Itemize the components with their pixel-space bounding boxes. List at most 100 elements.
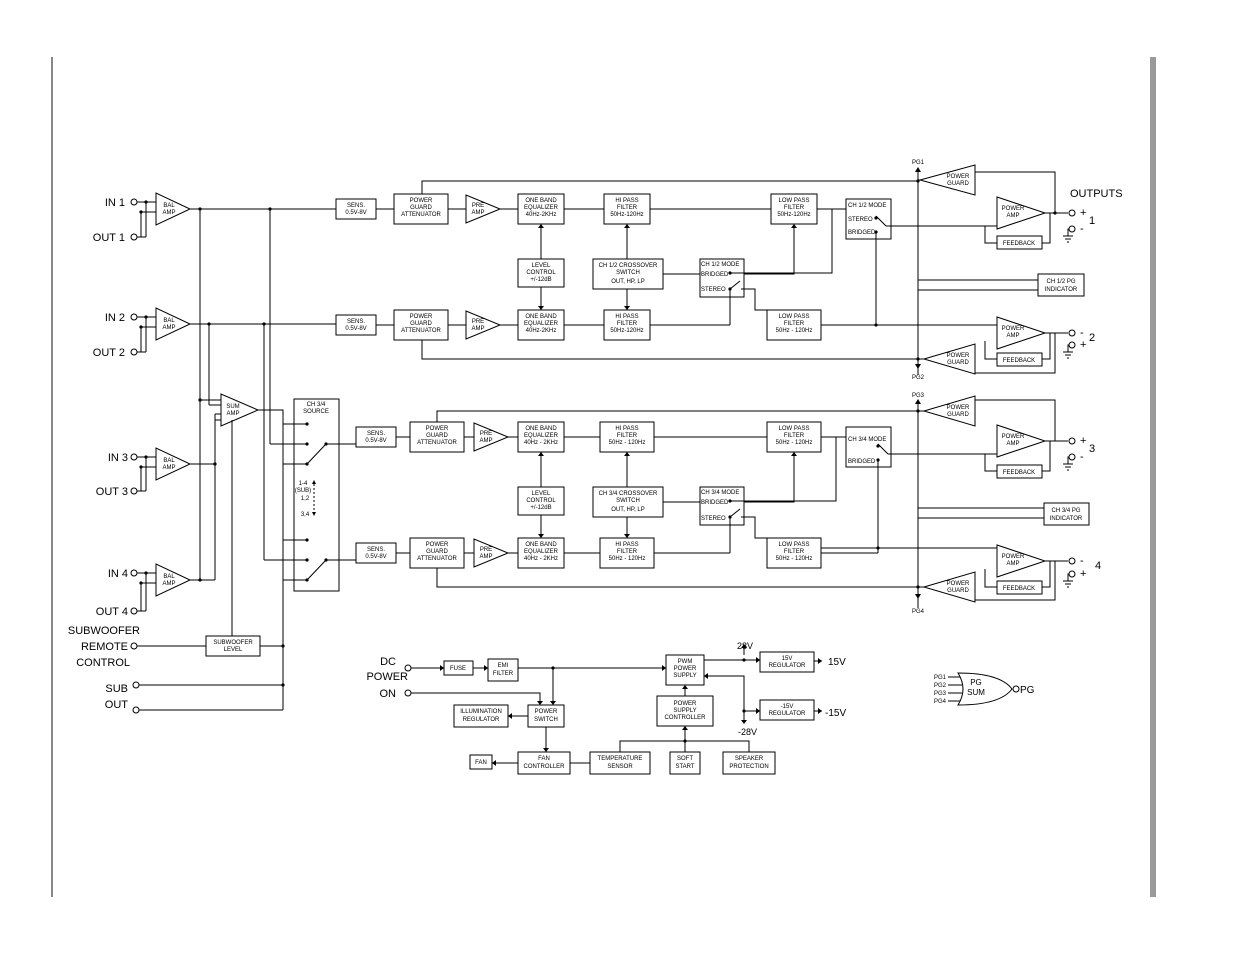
ch3-output-stage: PG3 POWER GUARD POWER AMP FEEDBACK + - 3 bbox=[436, 393, 1095, 608]
svg-text:BRIDGED: BRIDGED bbox=[848, 459, 876, 465]
svg-text:2: 2 bbox=[1089, 332, 1095, 344]
svg-text:AMP: AMP bbox=[162, 210, 175, 216]
ch2-output-stage: POWER AMP FEEDBACK POWER GUARD - + 2 PG2 bbox=[421, 316, 1095, 381]
svg-text:FAN: FAN bbox=[475, 760, 487, 766]
svg-text:DC: DC bbox=[380, 656, 396, 668]
svg-text:LEVEL: LEVEL bbox=[532, 263, 551, 269]
svg-text:ON: ON bbox=[380, 688, 397, 700]
channel-3-input: IN 3 OUT 3 bbox=[96, 452, 156, 498]
ch3-chain: SENS. 0.5V-8V POWER GUARD ATTENUATOR PRE… bbox=[355, 421, 846, 453]
svg-text:SOURCE: SOURCE bbox=[303, 409, 329, 415]
svg-text:SENS.: SENS. bbox=[367, 547, 385, 553]
svg-text:POWER: POWER bbox=[366, 671, 408, 683]
svg-text:+: + bbox=[1080, 207, 1086, 219]
svg-text:EQUALIZER: EQUALIZER bbox=[524, 321, 559, 327]
svg-text:GUARD: GUARD bbox=[947, 588, 969, 594]
bal-amp-2: BAL AMP bbox=[155, 307, 192, 341]
svg-text:3: 3 bbox=[1089, 443, 1095, 455]
svg-text:POWER: POWER bbox=[674, 701, 697, 707]
svg-text:SENS.: SENS. bbox=[367, 431, 385, 437]
ch34-mode-switch bbox=[699, 486, 745, 526]
svg-text:-: - bbox=[1080, 327, 1084, 339]
svg-text:GUARD: GUARD bbox=[947, 360, 969, 366]
power-section: DC POWER ON FUSE EMI FILTER PWM POWER SU… bbox=[366, 641, 846, 775]
right-margin-bar bbox=[1150, 57, 1156, 897]
svg-text:CH 1/2 MODE: CH 1/2 MODE bbox=[848, 203, 886, 209]
svg-text:CONTROLLER: CONTROLLER bbox=[523, 764, 565, 770]
svg-text:PWM: PWM bbox=[678, 659, 693, 665]
svg-text:ONE BAND: ONE BAND bbox=[525, 198, 557, 204]
svg-text:LEVEL: LEVEL bbox=[224, 647, 243, 653]
svg-text:-28V: -28V bbox=[738, 727, 757, 737]
svg-text:START: START bbox=[675, 764, 694, 770]
svg-text:LOW PASS: LOW PASS bbox=[779, 542, 810, 548]
svg-text:SENS.: SENS. bbox=[347, 319, 365, 325]
svg-text:FUSE: FUSE bbox=[450, 666, 466, 672]
subwoofer-section: SUBWOOFER REMOTE CONTROL SUBWOOFER LEVEL… bbox=[68, 625, 285, 714]
svg-text:POWER: POWER bbox=[1002, 434, 1025, 440]
svg-text:POWER: POWER bbox=[674, 666, 697, 672]
svg-text:POWER: POWER bbox=[426, 542, 449, 548]
svg-text:PRE: PRE bbox=[472, 319, 484, 325]
svg-text:CONTROL: CONTROL bbox=[76, 657, 130, 669]
svg-text:50Hz-120Hz: 50Hz-120Hz bbox=[610, 212, 643, 218]
svg-text:FILTER: FILTER bbox=[784, 549, 805, 555]
svg-text:REGULATOR: REGULATOR bbox=[769, 663, 806, 669]
svg-text:INDICATOR: INDICATOR bbox=[1050, 516, 1083, 522]
ch12-mode-output-switch[interactable]: CH 1/2 MODE STEREO BRIDGED bbox=[845, 198, 892, 327]
svg-text:40Hz - 2KHz: 40Hz - 2KHz bbox=[524, 440, 558, 446]
svg-text:SWITCH: SWITCH bbox=[616, 498, 640, 504]
svg-text:AMP: AMP bbox=[162, 581, 175, 587]
subwoofer-level-box bbox=[205, 635, 261, 657]
svg-text:50Hz - 120Hz: 50Hz - 120Hz bbox=[776, 328, 813, 334]
svg-text:SUBWOOFER: SUBWOOFER bbox=[68, 625, 140, 637]
svg-text:PG: PG bbox=[970, 678, 982, 687]
svg-text:AMP: AMP bbox=[1006, 213, 1019, 219]
svg-text:CH 3/4 MODE: CH 3/4 MODE bbox=[848, 437, 886, 443]
outputs-title: OUTPUTS bbox=[1070, 188, 1123, 200]
svg-text:15V: 15V bbox=[782, 656, 793, 662]
ch34-crossover-switch bbox=[592, 486, 664, 518]
svg-text:INDICATOR: INDICATOR bbox=[1045, 287, 1078, 293]
svg-text:FILTER: FILTER bbox=[784, 433, 805, 439]
svg-text:STEREO: STEREO bbox=[848, 217, 873, 223]
svg-text:BRIDGED: BRIDGED bbox=[701, 500, 729, 506]
svg-text:STEREO: STEREO bbox=[701, 516, 726, 522]
channel-1-input: IN 1 OUT 1 bbox=[93, 197, 156, 244]
svg-text:SWITCH: SWITCH bbox=[534, 717, 558, 723]
ch34-mode-output-switch[interactable]: CH 3/4 MODE BRIDGED bbox=[845, 426, 997, 553]
svg-text:REMOTE: REMOTE bbox=[81, 641, 128, 653]
svg-text:SUBWOOFER: SUBWOOFER bbox=[213, 640, 253, 646]
out1-label: OUT 1 bbox=[93, 232, 125, 244]
svg-text:-: - bbox=[1080, 223, 1084, 235]
svg-text:PG: PG bbox=[1020, 685, 1035, 696]
ch34-source-switch[interactable]: CH 3/4 SOURCE 1-4 (SUB) 1,2 3,4 bbox=[283, 398, 340, 592]
svg-text:FEEDBACK: FEEDBACK bbox=[1003, 241, 1035, 247]
svg-text:SUB: SUB bbox=[105, 683, 128, 695]
svg-text:1,2: 1,2 bbox=[301, 496, 310, 502]
svg-text:AMP: AMP bbox=[1006, 333, 1019, 339]
svg-text:SENS.: SENS. bbox=[347, 203, 365, 209]
svg-text:-15V: -15V bbox=[825, 708, 846, 719]
ch4-chain: SENS. 0.5V-8V POWER GUARD ATTENUATOR PRE… bbox=[355, 537, 997, 569]
svg-text:15V: 15V bbox=[828, 657, 846, 668]
svg-text:0.5V-8V: 0.5V-8V bbox=[365, 438, 386, 444]
power-supply-controller-box bbox=[656, 695, 714, 727]
svg-text:GUARD: GUARD bbox=[947, 412, 969, 418]
ch12-controls: LEVEL CONTROL +/-12dB CH 1/2 CROSSOVER S… bbox=[517, 209, 833, 325]
svg-text:50Hz - 120Hz: 50Hz - 120Hz bbox=[609, 440, 646, 446]
svg-text:CH 1/2 MODE: CH 1/2 MODE bbox=[701, 262, 739, 268]
svg-text:LEVEL: LEVEL bbox=[532, 491, 551, 497]
svg-text:CH 3/4: CH 3/4 bbox=[307, 402, 326, 408]
ch12-pg-indicator: CH 1/2 PG INDICATOR bbox=[918, 273, 1085, 297]
svg-text:+: + bbox=[1080, 568, 1086, 580]
svg-text:HI PASS: HI PASS bbox=[615, 314, 638, 320]
svg-text:POWER: POWER bbox=[1002, 326, 1025, 332]
svg-text:POWER: POWER bbox=[426, 426, 449, 432]
svg-text:FILTER: FILTER bbox=[617, 549, 638, 555]
svg-text:OUT, HP, LP: OUT, HP, LP bbox=[611, 279, 645, 285]
svg-text:AMP: AMP bbox=[479, 554, 492, 560]
ch34-controls: LEVEL CONTROL +/-12dB CH 3/4 CROSSOVER S… bbox=[517, 437, 837, 553]
svg-text:TEMPERATURE: TEMPERATURE bbox=[598, 756, 643, 762]
svg-text:4: 4 bbox=[1095, 560, 1101, 572]
